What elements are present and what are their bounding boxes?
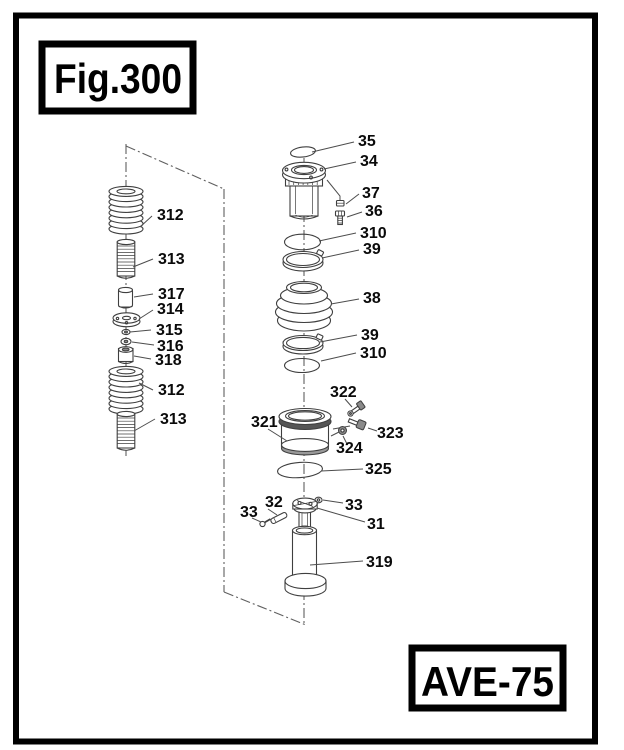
part-label-317: 317 — [158, 286, 185, 303]
part-label-310: 310 — [360, 225, 387, 242]
part-314-drawing — [112, 312, 141, 328]
part-label-35: 35 — [358, 133, 376, 150]
part-33-left-drawing — [259, 518, 271, 528]
part-310-top-drawing — [283, 233, 322, 251]
part-310-bottom-drawing — [283, 357, 321, 374]
part-316-drawing — [120, 337, 132, 346]
model-code: AVE-75 — [421, 658, 554, 705]
figure-number: Fig.300 — [54, 55, 182, 102]
figure-number-box: Fig.300 — [38, 40, 197, 115]
part-label-33-right: 33 — [345, 497, 363, 514]
outer-frame — [13, 12, 598, 745]
part-36-drawing — [334, 210, 346, 226]
part-39-top-drawing — [282, 249, 325, 272]
part-label-39-b: 39 — [361, 327, 379, 344]
part-313-bottom-drawing — [116, 410, 136, 451]
part-34-drawing — [281, 161, 341, 220]
part-label-34: 34 — [360, 153, 378, 170]
part-321-drawing — [278, 407, 332, 456]
part-label-312: 312 — [157, 207, 184, 224]
part-label-323: 323 — [377, 425, 404, 442]
part-label-314: 314 — [157, 301, 184, 318]
part-324-drawing — [330, 426, 347, 437]
leader-lines — [129, 141, 378, 566]
part-37-drawing — [335, 199, 345, 207]
part-313-top-drawing — [116, 238, 136, 279]
part-label-310-b: 310 — [360, 345, 387, 362]
part-323-drawing — [332, 418, 367, 431]
part-label-321: 321 — [251, 414, 278, 431]
top-diagonal-line — [125, 145, 225, 190]
part-312-top-drawing — [108, 185, 144, 235]
part-315-drawing — [121, 328, 131, 336]
part-label-38: 38 — [363, 290, 381, 307]
part-31-drawing — [292, 497, 318, 531]
part-label-316: 316 — [157, 338, 184, 355]
part-label-315: 315 — [156, 322, 183, 339]
model-code-box: AVE-75 — [408, 644, 567, 712]
part-label-318: 318 — [155, 352, 182, 369]
part-325-drawing — [276, 461, 324, 479]
part-label-324: 324 — [336, 440, 363, 457]
part-label-325: 325 — [365, 461, 392, 478]
part-label-312-b: 312 — [158, 382, 185, 399]
part-35-drawing — [290, 146, 316, 158]
part-labels: 312 313 317 314 315 316 318 312 313 35 3… — [155, 133, 404, 571]
part-label-319: 319 — [366, 554, 393, 571]
part-label-37: 37 — [362, 185, 380, 202]
part-label-313-b: 313 — [160, 411, 187, 428]
part-322-drawing — [347, 400, 366, 417]
part-39-bottom-drawing — [282, 333, 324, 355]
part-319-drawing — [284, 525, 327, 597]
part-312-bottom-drawing — [108, 365, 144, 415]
part-label-39: 39 — [363, 241, 381, 258]
bottom-diagonal-line — [223, 591, 307, 626]
part-317-drawing — [117, 286, 134, 309]
part-label-322: 322 — [330, 384, 357, 401]
construction-lines — [125, 144, 307, 626]
part-label-33-left: 33 — [240, 504, 258, 521]
part-label-313: 313 — [158, 251, 185, 268]
part-318-drawing — [117, 346, 134, 365]
part-label-31: 31 — [367, 516, 385, 533]
part-label-32: 32 — [265, 494, 283, 511]
part-label-36: 36 — [365, 203, 383, 220]
part-32-drawing — [270, 512, 288, 524]
part-38-drawing — [274, 280, 334, 332]
